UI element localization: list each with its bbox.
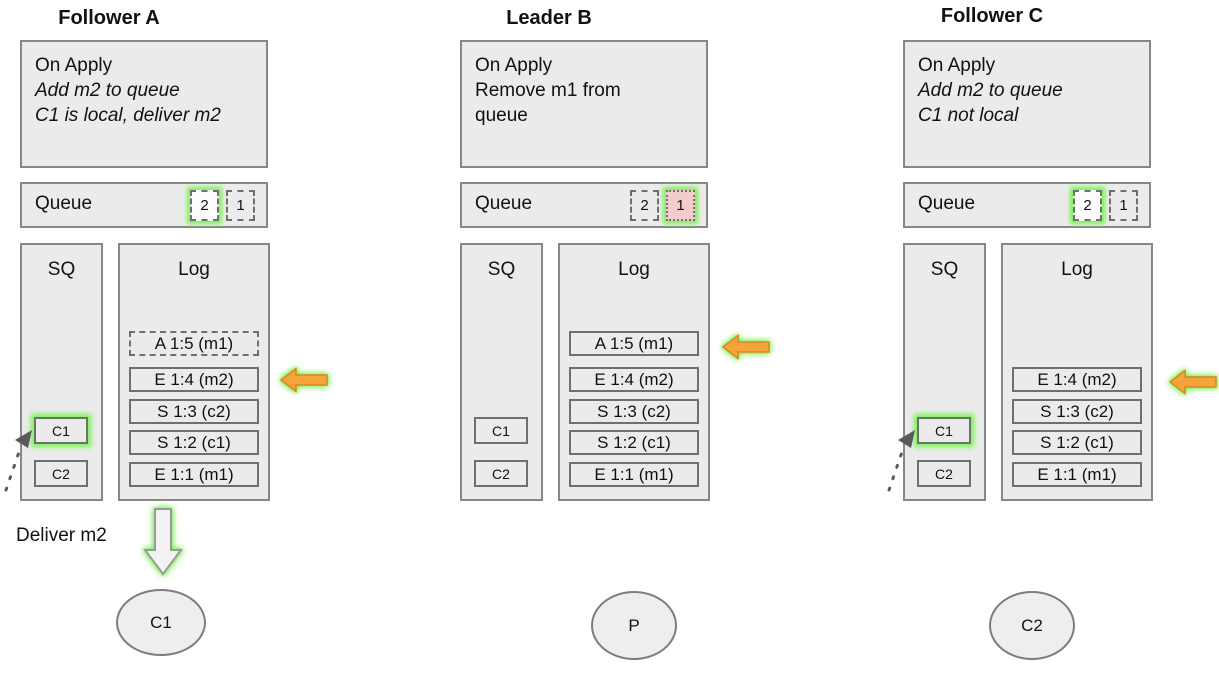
log-entry: S 1:2 (c1) bbox=[129, 430, 259, 455]
log-entry: E 1:4 (m2) bbox=[569, 367, 699, 392]
log-entry: A 1:5 (m1) bbox=[129, 331, 259, 356]
client-node: C1 bbox=[116, 589, 206, 656]
on-apply-text: On Apply Remove m1 from queue bbox=[462, 42, 706, 128]
log-entry: S 1:3 (c2) bbox=[569, 399, 699, 424]
log-entry: S 1:2 (c1) bbox=[1012, 430, 1142, 455]
queue-label: Queue bbox=[35, 193, 93, 214]
sq-item-c2: C2 bbox=[474, 460, 528, 487]
deliver-label: Deliver m2 bbox=[16, 525, 107, 546]
log-entry: E 1:4 (m2) bbox=[1012, 367, 1142, 392]
log-entry: S 1:3 (c2) bbox=[129, 399, 259, 424]
queue-item-1: 1 bbox=[1109, 190, 1138, 221]
queue-item-1: 1 bbox=[226, 190, 255, 221]
on-apply-line: C1 not local bbox=[918, 105, 1019, 126]
pointer-arrow-icon bbox=[279, 366, 328, 394]
panel-title: Leader B bbox=[506, 7, 592, 29]
on-apply-heading: On Apply bbox=[918, 55, 996, 76]
panel-title: Follower A bbox=[58, 7, 160, 29]
on-apply-line: queue bbox=[475, 105, 528, 126]
on-apply-box: On Apply Add m2 to queue C1 is local, de… bbox=[20, 40, 268, 168]
on-apply-line: Remove m1 from bbox=[475, 80, 621, 101]
local-client-arrow-icon bbox=[887, 430, 915, 492]
queue-item-2: 2 bbox=[1073, 190, 1102, 221]
pointer-arrow-icon bbox=[721, 333, 770, 361]
sq-box: SQ C1 C2 bbox=[903, 243, 986, 501]
log-label: Log bbox=[1061, 259, 1093, 280]
on-apply-text: On Apply Add m2 to queue C1 not local bbox=[905, 42, 1149, 128]
log-entry: E 1:1 (m1) bbox=[1012, 462, 1142, 487]
on-apply-box: On Apply Add m2 to queue C1 not local bbox=[903, 40, 1151, 168]
log-label: Log bbox=[618, 259, 650, 280]
pointer-arrow-icon bbox=[1168, 368, 1217, 396]
sq-item-c1: C1 bbox=[34, 417, 88, 444]
leader-b-panel: Leader B On Apply Remove m1 from queue Q… bbox=[460, 0, 770, 673]
log-entry: S 1:3 (c2) bbox=[1012, 399, 1142, 424]
log-entry: E 1:1 (m1) bbox=[569, 462, 699, 487]
panel-title: Follower C bbox=[940, 5, 1044, 27]
follower-c-panel: Follower C On Apply Add m2 to queue C1 n… bbox=[887, 0, 1217, 673]
follower-a-panel: Follower A On Apply Add m2 to queue C1 i… bbox=[4, 0, 328, 673]
on-apply-line: Add m2 to queue bbox=[918, 80, 1063, 101]
sq-label: SQ bbox=[487, 259, 516, 280]
queue-box: Queue 2 1 bbox=[20, 182, 268, 228]
log-entry: E 1:1 (m1) bbox=[129, 462, 259, 487]
log-entry: E 1:4 (m2) bbox=[129, 367, 259, 392]
log-box: Log A 1:5 (m1) E 1:4 (m2) S 1:3 (c2) S 1… bbox=[558, 243, 710, 501]
queue-box: Queue 2 1 bbox=[903, 182, 1151, 228]
client-node: P bbox=[591, 591, 677, 660]
sq-item-c2: C2 bbox=[917, 460, 971, 487]
client-node: C2 bbox=[989, 591, 1075, 660]
on-apply-box: On Apply Remove m1 from queue bbox=[460, 40, 708, 168]
log-box: Log A 1:5 (m1) E 1:4 (m2) S 1:3 (c2) S 1… bbox=[118, 243, 270, 501]
on-apply-line: Add m2 to queue bbox=[35, 80, 180, 101]
local-client-arrow-icon bbox=[4, 430, 32, 492]
queue-item-2: 2 bbox=[190, 190, 219, 221]
queue-label: Queue bbox=[918, 193, 976, 214]
queue-item-1: 1 bbox=[666, 190, 695, 221]
on-apply-text: On Apply Add m2 to queue C1 is local, de… bbox=[22, 42, 266, 128]
log-box: Log E 1:4 (m2) S 1:3 (c2) S 1:2 (c1) E 1… bbox=[1001, 243, 1153, 501]
sq-item-c1: C1 bbox=[474, 417, 528, 444]
queue-label: Queue bbox=[475, 193, 533, 214]
log-entry: A 1:5 (m1) bbox=[569, 331, 699, 356]
log-entry: S 1:2 (c1) bbox=[569, 430, 699, 455]
sq-item-c1: C1 bbox=[917, 417, 971, 444]
on-apply-heading: On Apply bbox=[35, 55, 113, 76]
sq-box: SQ C1 C2 bbox=[460, 243, 543, 501]
on-apply-line: C1 is local, deliver m2 bbox=[35, 105, 221, 126]
sq-item-c2: C2 bbox=[34, 460, 88, 487]
sq-label: SQ bbox=[930, 259, 959, 280]
log-label: Log bbox=[178, 259, 210, 280]
queue-box: Queue 2 1 bbox=[460, 182, 708, 228]
queue-item-2: 2 bbox=[630, 190, 659, 221]
on-apply-heading: On Apply bbox=[475, 55, 553, 76]
deliver-arrow-icon bbox=[143, 508, 183, 576]
sq-label: SQ bbox=[47, 259, 76, 280]
sq-box: SQ C1 C2 bbox=[20, 243, 103, 501]
